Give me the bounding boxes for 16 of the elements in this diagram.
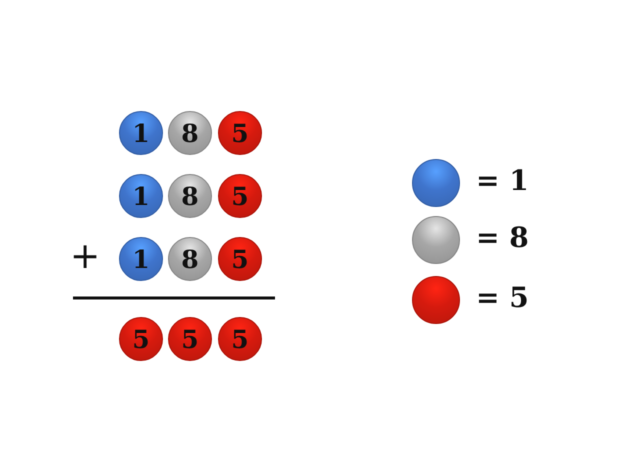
- number-ball: 1: [119, 111, 163, 155]
- legend-label: = 8: [476, 221, 529, 254]
- legend-label: = 5: [476, 281, 529, 314]
- number-ball: 8: [168, 111, 212, 155]
- number-ball: 1: [119, 237, 163, 281]
- legend-label: = 1: [476, 164, 529, 197]
- number-ball: 5: [218, 174, 262, 218]
- number-ball: 5: [218, 237, 262, 281]
- number-ball: 5: [218, 111, 262, 155]
- number-ball: 5: [168, 317, 212, 361]
- number-ball: 8: [168, 237, 212, 281]
- number-ball: 1: [119, 174, 163, 218]
- plus-sign: +: [70, 236, 100, 277]
- number-ball: 5: [119, 317, 163, 361]
- number-ball: 8: [168, 174, 212, 218]
- number-ball: 5: [218, 317, 262, 361]
